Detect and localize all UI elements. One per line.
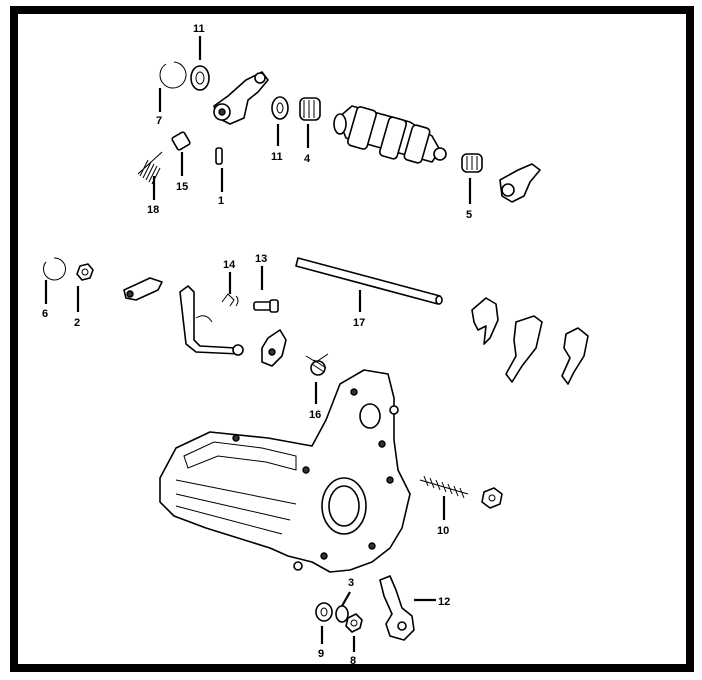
part-shift-arm-top: [213, 71, 269, 125]
callout-13: 13: [255, 253, 267, 265]
part-bolt-13: [253, 299, 279, 313]
part-washer-11b: [271, 96, 289, 120]
part-rod-17: [295, 257, 443, 305]
part-bearing-4: [299, 97, 321, 121]
part-plate: [261, 329, 287, 367]
part-snap-ring-7: [159, 61, 187, 89]
callout-5: 5: [466, 209, 472, 221]
part-shift-shaft: [179, 285, 244, 356]
callout-17: 17: [353, 317, 365, 329]
part-shift-fork-a: [471, 297, 499, 345]
callout-1: 1: [218, 195, 224, 207]
part-washer-3: [335, 605, 349, 623]
callout-18: 18: [147, 204, 159, 216]
callout-10: 10: [437, 525, 449, 537]
part-snap-ring-6: [43, 257, 66, 281]
part-spring-clip-14: [221, 293, 239, 307]
part-shift-fork-c: [561, 327, 589, 385]
part-pin-1: [215, 147, 223, 165]
leader-lines: [44, 36, 472, 652]
part-nut-2: [76, 263, 94, 281]
callout-11-top: 11: [193, 23, 205, 35]
callout-15: 15: [176, 181, 188, 193]
part-shift-arm-right: [499, 163, 541, 203]
part-nut-10: [481, 487, 503, 509]
part-dowel-15: [171, 131, 191, 151]
callout-4: 4: [304, 153, 311, 165]
part-small-lever: [123, 277, 163, 301]
part-bearing-5: [461, 153, 483, 173]
callout-2: 2: [74, 317, 80, 329]
part-spring-10: [419, 475, 469, 499]
part-washer-11a: [190, 65, 210, 91]
callout-8: 8: [350, 655, 356, 667]
callout-11-mid: 11: [271, 151, 283, 163]
callout-9: 9: [318, 648, 324, 660]
callout-16: 16: [309, 409, 321, 421]
part-nut-8: [345, 613, 363, 633]
part-shift-drum: [333, 105, 447, 164]
part-spring-16: [305, 353, 329, 376]
callout-14: 14: [223, 259, 236, 271]
part-shift-fork-b: [505, 315, 543, 383]
part-washer-9: [315, 602, 333, 622]
part-spring-18: [137, 151, 163, 185]
callout-labels: 11 7 11 4 5 15 1 18 6 2 14 13 17 16 10 1…: [42, 23, 472, 667]
part-transmission-housing: [159, 369, 411, 573]
callout-7: 7: [156, 115, 162, 127]
part-lever-12: [379, 575, 415, 641]
callout-12: 12: [438, 596, 450, 608]
callout-3: 3: [348, 577, 354, 589]
callout-6: 6: [42, 308, 48, 320]
